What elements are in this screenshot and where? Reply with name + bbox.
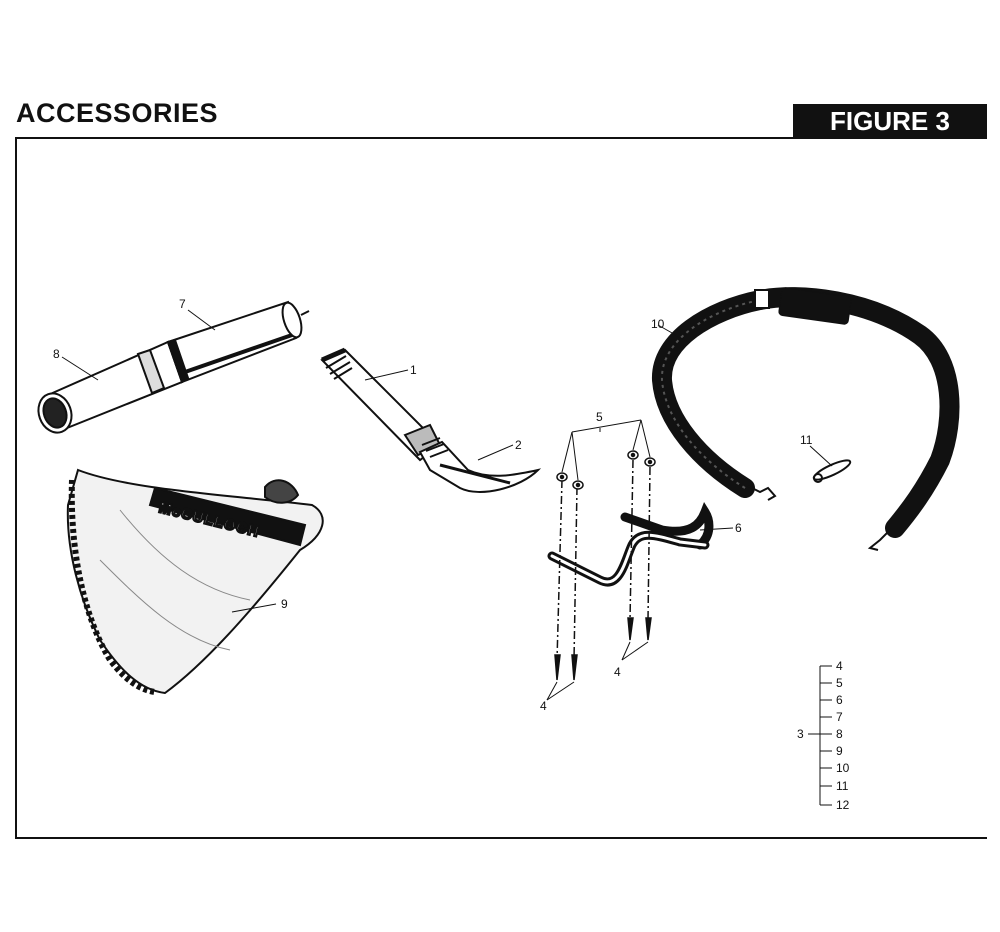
collection-bag: McCULLOCH xyxy=(66,468,324,695)
kit-item: 10 xyxy=(836,761,850,775)
kit-item: 11 xyxy=(836,779,849,793)
nozzle-assembly xyxy=(320,347,542,493)
kit-item: 7 xyxy=(836,710,843,724)
callout-4-left: 4 xyxy=(540,699,547,713)
kit-tree xyxy=(808,665,832,806)
kit-item: 5 xyxy=(836,676,843,690)
callout-11: 11 xyxy=(800,433,813,447)
callout-2: 2 xyxy=(515,438,522,452)
leader-lines xyxy=(61,309,833,701)
callout-5: 5 xyxy=(596,410,603,424)
callout-6: 6 xyxy=(735,521,742,535)
diagram-frame xyxy=(15,137,987,839)
page-title: ACCESSORIES xyxy=(16,98,219,128)
kit-item: 6 xyxy=(836,693,843,707)
callout-7: 7 xyxy=(179,297,186,311)
kit-item: 8 xyxy=(836,727,843,741)
callout-10: 10 xyxy=(651,317,665,331)
kit-parent: 3 xyxy=(797,727,804,741)
kit-item: 4 xyxy=(836,659,843,673)
tube-assembly xyxy=(37,300,310,434)
kit-item: 9 xyxy=(836,744,843,758)
hardware xyxy=(554,450,656,681)
callout-9: 9 xyxy=(281,597,288,611)
callout-1: 1 xyxy=(410,363,417,377)
shoulder-strap xyxy=(652,287,960,551)
kit-item: 12 xyxy=(836,798,850,812)
figure-badge: FIGURE 3 xyxy=(793,104,987,138)
callout-4-right: 4 xyxy=(614,665,621,679)
callout-8: 8 xyxy=(53,347,60,361)
strap-clip xyxy=(812,459,852,483)
